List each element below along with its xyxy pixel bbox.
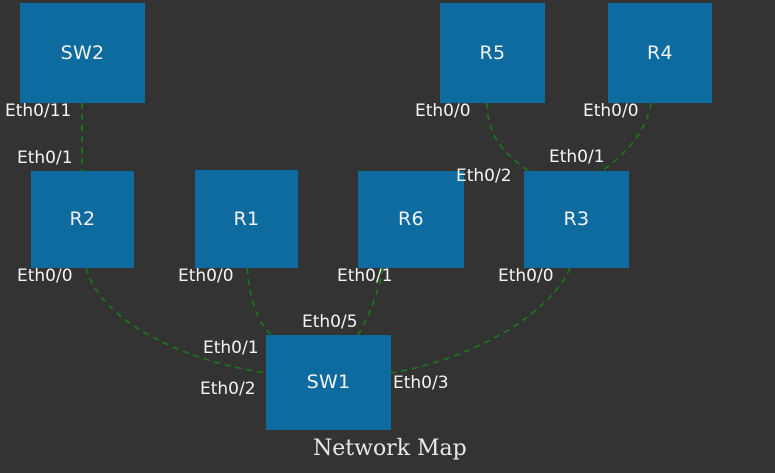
device-node-label: R5 [479,41,506,64]
port-label-r5-eth0-0: Eth0/0 [415,101,471,121]
port-label-r2-eth0-1: Eth0/1 [17,148,73,168]
device-node-r2[interactable]: R2 [31,171,134,268]
device-node-label: R6 [398,208,424,230]
device-node-r1[interactable]: R1 [195,170,298,268]
diagram-title: Network Map [313,436,467,461]
device-node-label: R1 [233,207,260,230]
device-node-r3[interactable]: R3 [524,171,629,268]
port-label-sw1-eth0-3: Eth0/3 [393,373,449,393]
port-label-sw1-eth0-2: Eth0/2 [200,379,256,399]
port-label-r6-eth0-1: Eth0/1 [337,266,393,286]
port-label-sw2-eth0-11: Eth0/11 [5,101,72,121]
port-label-r2-eth0-0: Eth0/0 [17,266,73,286]
port-label-r4-eth0-0: Eth0/0 [583,101,639,121]
port-label-r3-eth0-2: Eth0/2 [456,166,512,186]
device-node-r4[interactable]: R4 [608,3,712,103]
port-label-r3-eth0-0: Eth0/0 [498,266,554,286]
edge-link [246,267,273,336]
device-node-r6[interactable]: R6 [358,171,464,268]
device-node-label: SW1 [306,371,351,393]
device-node-sw1[interactable]: SW1 [266,335,391,430]
device-node-label: R2 [69,208,96,230]
device-node-label: R3 [563,208,590,230]
device-node-r5[interactable]: R5 [440,3,545,103]
port-label-r1-eth0-0: Eth0/0 [178,266,234,286]
device-node-sw2[interactable]: SW2 [20,3,145,103]
device-node-label: SW2 [60,41,105,64]
port-label-sw1-eth0-1: Eth0/1 [203,338,259,358]
device-node-label: R4 [647,41,673,64]
port-label-r3-eth0-1: Eth0/1 [549,147,605,167]
port-label-sw1-eth0-5: Eth0/5 [302,312,358,332]
